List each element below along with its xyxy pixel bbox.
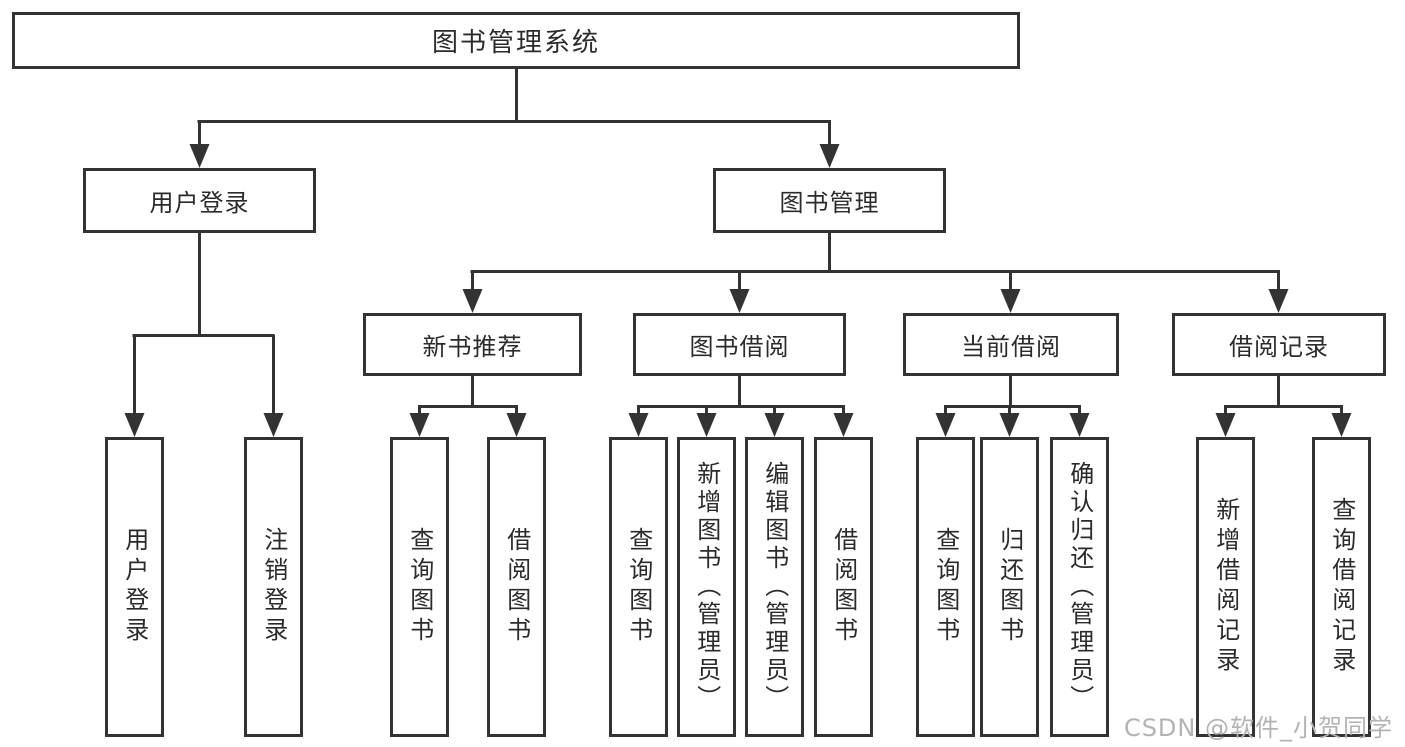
leaf-user-login-label: 用户登录 xyxy=(120,527,149,647)
node-user-login-label: 用户登录 xyxy=(149,189,250,217)
leaf-logout: 注销登录 xyxy=(244,437,303,737)
leaf-add-book-admin-label: 新增图书（管理员） xyxy=(692,461,721,713)
node-borrow-records-label: 借阅记录 xyxy=(1229,333,1329,361)
leaf-edit-book-admin: 编辑图书（管理员） xyxy=(745,437,804,737)
leaf-query-books-3: 查询图书 xyxy=(916,437,975,737)
leaf-add-borrow-record-label: 新增借阅记录 xyxy=(1211,497,1240,677)
leaf-return-book: 归还图书 xyxy=(980,437,1039,737)
leaf-return-book-label: 归还图书 xyxy=(995,527,1024,647)
leaf-borrow-books-1-label: 借阅图书 xyxy=(502,527,531,647)
leaf-query-books-2: 查询图书 xyxy=(609,437,668,737)
node-user-login: 用户登录 xyxy=(83,168,316,233)
node-root-label: 图书管理系统 xyxy=(431,28,600,58)
leaf-add-borrow-record: 新增借阅记录 xyxy=(1196,437,1255,737)
leaf-user-login: 用户登录 xyxy=(105,437,164,737)
leaf-confirm-return-admin-label: 确认归还（管理员） xyxy=(1065,461,1094,713)
leaf-edit-book-admin-label: 编辑图书（管理员） xyxy=(760,461,789,713)
leaf-query-books-3-label: 查询图书 xyxy=(931,527,960,647)
leaf-query-books-1: 查询图书 xyxy=(390,437,449,737)
leaf-query-borrow-record: 查询借阅记录 xyxy=(1312,437,1371,737)
node-borrow-records: 借阅记录 xyxy=(1172,313,1386,376)
leaf-add-book-admin: 新增图书（管理员） xyxy=(677,437,736,737)
node-current-borrow-label: 当前借阅 xyxy=(961,333,1061,361)
leaf-borrow-books-1: 借阅图书 xyxy=(487,437,546,737)
leaf-query-books-2-label: 查询图书 xyxy=(624,527,653,647)
node-book-management-label: 图书管理 xyxy=(779,189,880,217)
leaf-borrow-books-2-label: 借阅图书 xyxy=(829,527,858,647)
node-new-book-recommend-label: 新书推荐 xyxy=(422,333,523,361)
leaf-confirm-return-admin: 确认归还（管理员） xyxy=(1050,437,1109,737)
leaf-borrow-books-2: 借阅图书 xyxy=(814,437,873,737)
node-book-borrow: 图书借阅 xyxy=(633,313,846,376)
leaf-logout-label: 注销登录 xyxy=(259,527,288,647)
node-book-borrow-label: 图书借阅 xyxy=(689,333,790,361)
node-current-borrow: 当前借阅 xyxy=(903,313,1119,376)
node-new-book-recommend: 新书推荐 xyxy=(363,313,582,376)
leaf-query-books-1-label: 查询图书 xyxy=(405,527,434,647)
node-book-management: 图书管理 xyxy=(713,168,946,233)
node-root: 图书管理系统 xyxy=(12,12,1020,69)
leaf-query-borrow-record-label: 查询借阅记录 xyxy=(1327,497,1356,677)
